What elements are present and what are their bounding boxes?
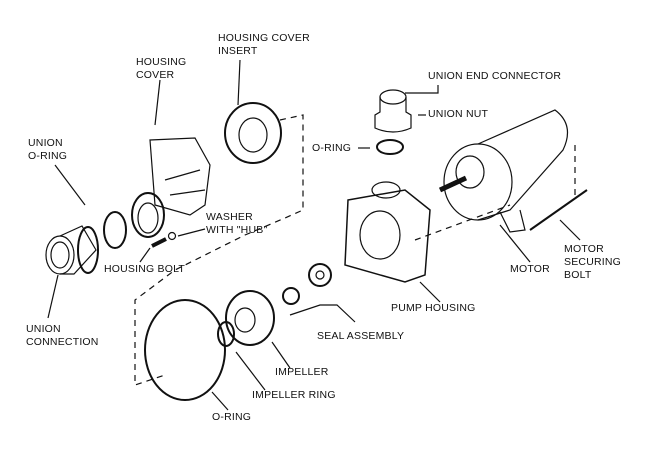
label-union-nut: UNION NUT: [428, 108, 489, 120]
union-o-ring-part: [103, 211, 127, 249]
label-housing-bolt: HOUSING BOLT: [104, 263, 185, 275]
washer-part: [167, 231, 177, 241]
o-ring-top-part: [376, 139, 404, 155]
label-union-connection: UNION CONNECTION: [26, 323, 99, 348]
label-washer-with-hub: WASHER WITH "HUB": [206, 211, 268, 236]
label-seal-assembly: SEAL ASSEMBLY: [317, 330, 405, 342]
label-pump-housing: PUMP HOUSING: [391, 302, 476, 314]
leader-union-o-ring: [54, 164, 86, 206]
impeller-part: [225, 290, 275, 346]
label-housing-cover: HOUSING COVER: [136, 56, 187, 81]
label-motor-securing-bolt: MOTOR SECURING BOLT: [564, 243, 622, 281]
union-nut-part: [374, 89, 412, 133]
leader-motor: [499, 224, 531, 263]
o-ring-bottom-part: [144, 299, 226, 401]
leader-seal-assembly: [289, 304, 356, 323]
leader-motor-bolt: [559, 219, 581, 241]
leader-housing-cover-insert: [237, 59, 241, 106]
leader-union-connection: [47, 274, 59, 319]
label-impeller-ring: IMPELLER RING: [252, 389, 336, 401]
motor-part: [438, 109, 569, 233]
label-motor: MOTOR: [510, 263, 550, 275]
leader-impeller-ring: [235, 351, 266, 391]
housing-cover-insert-part: [224, 102, 282, 164]
leader-washer: [177, 228, 206, 237]
dashed-guide-left: [134, 114, 304, 386]
label-o-ring-bottom: O-RING: [212, 411, 252, 423]
leader-impeller: [271, 341, 291, 369]
leader-pump-housing: [419, 281, 441, 303]
label-housing-cover-insert: HOUSING COVER INSERT: [218, 32, 310, 57]
label-union-o-ring: UNION O-RING: [28, 137, 68, 162]
union-connection-part: [45, 225, 99, 275]
seal-part-1: [308, 263, 332, 287]
housing-cover-part: [131, 137, 211, 238]
label-o-ring-top: O-RING: [312, 142, 352, 154]
impeller-ring-part: [217, 321, 235, 347]
label-impeller: IMPELLER: [275, 366, 329, 378]
leader-housing-cover: [154, 79, 161, 126]
pump-housing-part: [344, 181, 431, 283]
dashed-guide-motor: [414, 204, 511, 241]
seal-part-2: [282, 287, 300, 305]
motor-securing-bolt-part: [529, 189, 588, 231]
leader-o-ring-bottom: [211, 391, 229, 411]
housing-bolt-part: [151, 237, 167, 248]
leader-union-end-connector: [405, 85, 439, 94]
leader-housing-bolt: [139, 247, 151, 263]
label-union-end-connector: UNION END CONNECTOR: [428, 70, 562, 82]
seal-part-1-center: [315, 270, 325, 280]
